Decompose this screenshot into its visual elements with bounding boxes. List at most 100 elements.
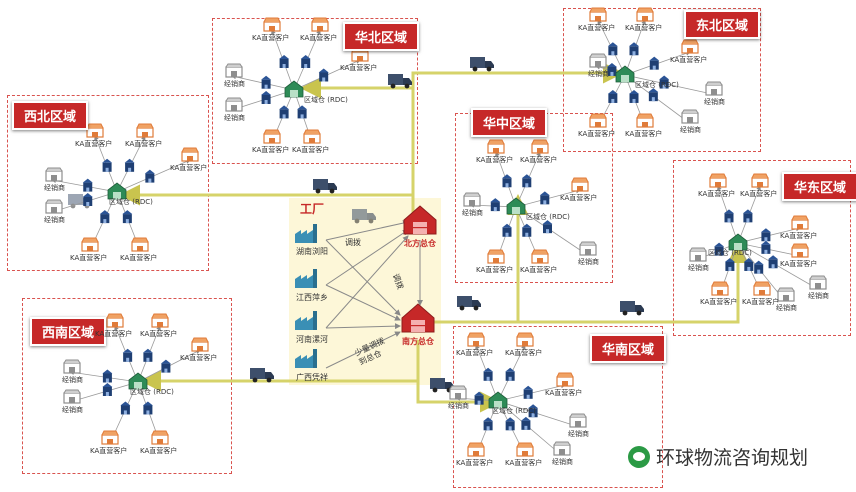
store-icon [753,260,764,274]
dealer-label: 经销商 [680,126,701,134]
dealer-label: 经销商 [44,184,65,192]
region-east-label: 华东区域 [782,172,856,201]
store-icon [505,367,516,381]
south-hub-label: 南方总仓 [402,337,434,346]
ka-customer-label: KA直营客户 [70,254,108,262]
store-icon [144,169,155,183]
ka-customer-label: KA直营客户 [252,146,290,154]
rdc-warehouse-icon [284,80,304,98]
dealer-icon [777,287,795,302]
store-icon [142,401,153,415]
ka-customer-icon [589,113,607,128]
region-network [225,17,369,144]
ka-customer-label: KA直营客户 [180,354,218,362]
ka-customer-icon [151,313,169,328]
north-hub-label: 北方总仓 [404,239,436,248]
dealer-label: 经销商 [224,80,245,88]
dealer-icon [45,167,63,182]
plant-label-pingxiang: 江西萍乡 [296,293,328,302]
ka-customer-icon [556,372,574,387]
ka-customer-icon [791,215,809,230]
truck-icon [457,296,481,311]
dealer-icon [579,241,597,256]
dealer-label: 经销商 [776,304,797,312]
ka-customer-label: KA直营客户 [780,232,818,240]
region-east-frame [673,160,851,336]
ka-customer-label: KA直营客户 [476,156,514,164]
store-icon [649,56,660,70]
store-icon [102,383,113,396]
store-icon [279,55,290,68]
region-northwest-frame [7,95,209,271]
dealer-label: 经销商 [44,216,65,224]
store-icon [120,401,131,415]
ka-customer-icon [191,337,209,352]
store-icon [523,385,534,399]
dealer-icon [809,275,827,290]
ka-customer-icon [753,281,771,296]
dealer-icon [705,81,723,96]
ka-customer-label: KA直营客户 [476,266,514,274]
region-network [463,139,597,264]
store-icon [629,42,639,56]
brand-text: 环球物流咨询规划 [656,447,809,469]
ka-customer-label: KA直营客户 [578,24,616,32]
store-icon [490,198,501,212]
ka-customer-icon [467,442,485,457]
ka-customer-icon [181,147,199,162]
dealer-label: 经销商 [588,70,609,78]
ka-customer-icon [467,332,485,347]
ka-customer-icon [589,7,607,22]
store-icon [82,193,93,206]
store-icon [521,174,532,188]
dealer-label: 经销商 [578,258,599,266]
ka-customer-icon [311,17,329,32]
store-icon [122,348,133,362]
ka-customer-label: KA直营客户 [170,164,208,172]
ka-customer-label: KA直营客户 [95,330,133,338]
store-icon [505,417,516,431]
region-southwest-label: 西南区域 [30,317,107,346]
dealer-label: 经销商 [552,458,573,466]
region-network [589,7,723,128]
region-network [63,313,209,445]
factory-flows [325,220,423,369]
ka-customer-label: KA直营客户 [125,140,163,148]
dealer-label: 经销商 [448,402,469,410]
rdc-label: 区域仓 (RDC) [526,213,570,221]
ka-customer-label: KA直营客户 [340,64,378,72]
ka-customer-label: KA直营客户 [75,140,113,148]
dealer-label: 经销商 [808,292,829,300]
ka-customer-icon [751,173,769,188]
ka-customer-label: KA直营客户 [300,34,338,42]
rdc-warehouse-icon [128,372,148,390]
north-hub-icon [403,205,437,235]
store-icon [261,75,272,89]
dealer-label: 经销商 [688,264,709,272]
wechat-icon [628,445,650,468]
store-icon [160,359,171,373]
store-icon [483,367,494,381]
dealer-icon [449,385,467,400]
store-icon [768,255,779,269]
dealer-label: 经销商 [224,114,245,122]
region-central-label: 华中区域 [471,108,548,137]
ka-customer-label: KA直营客户 [252,34,290,42]
rdc-label: 区域仓 (RDC) [130,388,174,396]
rdc-warehouse-icon [615,65,635,83]
brand-watermark: 环球物流咨询规划 [628,443,808,470]
rdc-warehouse-icon [107,182,127,200]
ka-customer-label: KA直营客户 [560,194,598,202]
region-northeast-label: 东北区域 [684,10,761,39]
store-icon [318,68,329,82]
dealer-icon [225,97,243,112]
ka-customer-label: KA直营客户 [698,190,736,198]
ka-customer-icon [263,129,281,144]
region-south-label: 华南区域 [590,334,667,363]
ka-customer-label: KA直营客户 [780,260,818,268]
store-icon [102,158,113,172]
ka-customer-icon [709,173,727,188]
plant-icon [295,269,317,288]
plant-icon [295,224,317,243]
ka-customer-icon [303,129,321,144]
